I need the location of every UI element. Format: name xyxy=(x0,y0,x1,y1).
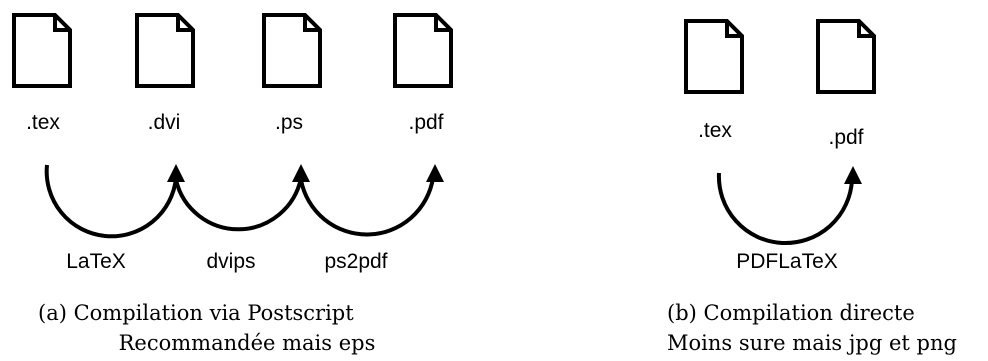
file-label-dvi: .dvi xyxy=(148,111,181,134)
step-label-ps2pdf: ps2pdf xyxy=(324,250,387,273)
step-label-dvips: dvips xyxy=(206,250,255,273)
tex-document-icon xyxy=(684,19,744,94)
pdf-document-icon xyxy=(816,19,876,94)
step-label-pdflatex: PDFLaTeX xyxy=(736,250,838,273)
file-label-ps: .ps xyxy=(275,111,303,134)
curved-arrow-icon xyxy=(44,164,185,239)
curved-arrow-icon xyxy=(716,166,862,246)
pdf-document-icon xyxy=(393,13,453,88)
panel-b: .tex .pdf PDFLaTeX (b) Compilation direc… xyxy=(667,19,957,355)
panel-a: .tex .dvi .ps .pdf LaTeX dvips ps2pdf (a… xyxy=(12,13,453,355)
caption-b-line1: (b) Compilation directe xyxy=(667,301,915,325)
dvi-document-icon xyxy=(135,13,195,88)
file-label-pdf: .pdf xyxy=(828,126,863,149)
caption-a-line2: Recommandée mais eps xyxy=(119,331,376,355)
tex-document-icon xyxy=(12,13,72,88)
ps-document-icon xyxy=(262,13,322,88)
file-label-tex: .tex xyxy=(26,111,60,134)
step-label-latex: LaTeX xyxy=(66,250,126,273)
file-label-pdf: .pdf xyxy=(408,111,443,134)
curved-arrow-icon xyxy=(174,164,310,232)
curved-arrow-icon xyxy=(299,164,444,237)
caption-b-line2: Moins sure mais jpg et png xyxy=(667,331,957,355)
caption-a-line1: (a) Compilation via Postscript xyxy=(38,301,354,325)
file-label-tex: .tex xyxy=(698,119,732,142)
